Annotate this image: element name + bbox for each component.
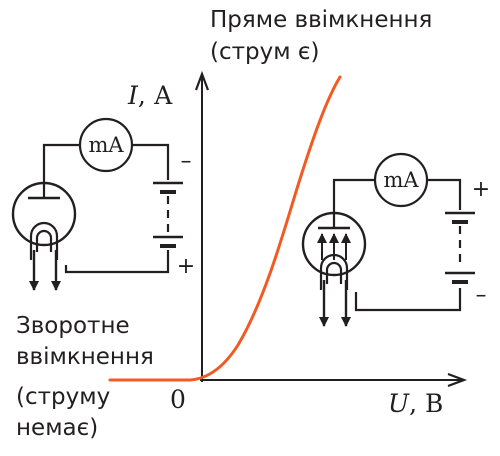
right-milliammeter-label: mA <box>383 168 419 192</box>
origin-label: 0 <box>170 385 186 414</box>
left-battery-sign-bottom: + <box>177 254 195 279</box>
reverse-caption-line-4: немає) <box>16 415 99 441</box>
right-battery-sign-top: + <box>472 177 490 202</box>
y-axis-unit: , А <box>137 81 173 110</box>
left-tube-cathode-inner <box>35 229 53 252</box>
forward-circuit-wire-top-right <box>428 178 462 210</box>
iv-curve <box>108 75 342 382</box>
x-axis-label: U, В <box>388 390 443 418</box>
reverse-circuit-wire-top <box>42 143 80 183</box>
forward-caption-line-1: Пряме ввімкнення <box>210 7 433 33</box>
forward-circuit-wire-bottom <box>354 288 462 312</box>
forward-circuit-wire-top <box>332 178 374 213</box>
right-tube-cathode-inner <box>325 261 343 284</box>
left-milliammeter <box>78 117 134 173</box>
y-axis-symbol: I <box>128 81 138 110</box>
reverse-circuit: mA – + <box>11 117 195 291</box>
y-axis-arrow <box>194 70 210 91</box>
left-milliammeter-label: mA <box>88 133 124 157</box>
x-axis-arrow <box>447 372 468 388</box>
reverse-caption-line-1: Зворотне <box>16 313 130 339</box>
x-axis-symbol: U <box>388 389 410 418</box>
right-battery-sign-bottom: – <box>476 283 487 308</box>
right-milliammeter <box>373 152 429 208</box>
reverse-circuit-wire-top-right <box>132 143 170 180</box>
left-tube-cathode-filament <box>29 221 59 260</box>
reverse-caption-line-3: (струму <box>16 384 111 410</box>
forward-caption-line-2: (струм є) <box>210 39 320 65</box>
reverse-caption-line-2: ввімкнення <box>16 344 154 370</box>
forward-circuit: mA + – <box>301 152 490 327</box>
x-axis-unit: , В <box>409 389 444 418</box>
right-tube-cathode-filament <box>319 253 349 290</box>
left-battery-sign-top: – <box>181 149 192 174</box>
y-axis-label: I, А <box>128 82 173 110</box>
reverse-circuit-wire-bottom <box>64 250 170 274</box>
